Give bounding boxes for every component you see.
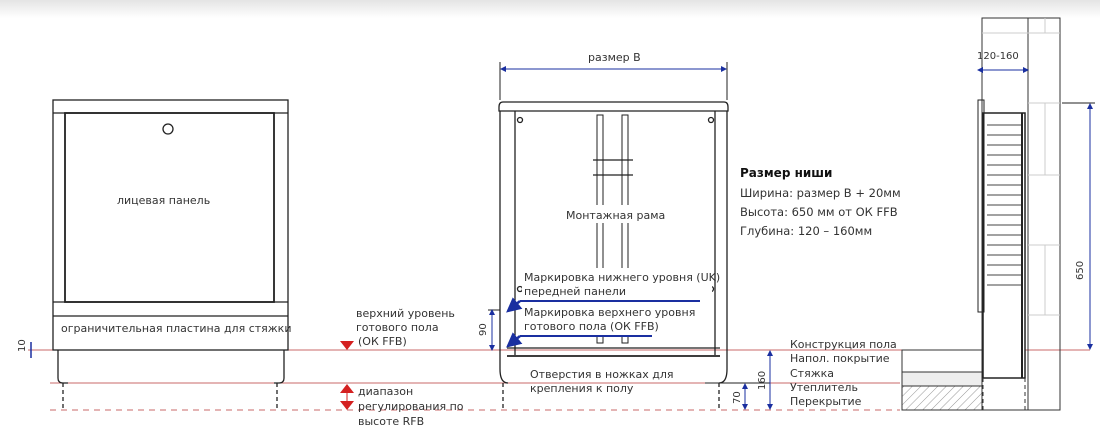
rfb-label-3: высоте RFB <box>358 415 424 428</box>
floor-item: Напол. покрытие <box>790 352 890 365</box>
uk-marking-label-2: передней панели <box>524 285 626 298</box>
ffb-label-3: (ОК FFB) <box>358 335 407 348</box>
dimension-70: 70 <box>705 382 770 410</box>
depth-dimension: 120-160 <box>977 51 1029 73</box>
mounting-frame <box>498 101 729 410</box>
ffb-label-2: готового пола <box>356 321 439 334</box>
ffb-level-marker-icon <box>340 341 354 350</box>
height-650-dimension: 650 <box>1062 102 1095 350</box>
screed-plate-label: ограничительная пластина для стяжки <box>61 322 291 335</box>
rfb-label-2: регулирования по <box>358 400 464 413</box>
svg-text:размер В: размер В <box>588 51 641 64</box>
holes-label-2: крепления к полу <box>530 382 634 395</box>
floor-item: Перекрытие <box>790 395 862 408</box>
top-shade <box>0 0 1100 18</box>
rfb-label-1: диапазон <box>358 385 413 398</box>
floor-item: Конструкция пола <box>790 338 897 351</box>
rfb-range-marker-icon <box>340 384 354 410</box>
niche-depth: Глубина: 120 – 160мм <box>740 224 872 238</box>
mounting-frame-label: Монтажная рама <box>566 209 665 222</box>
front-panel-label: лицевая панель <box>117 194 210 207</box>
svg-text:160: 160 <box>757 371 768 390</box>
front-view-cabinet <box>52 99 289 410</box>
side-view <box>901 17 1061 411</box>
svg-text:650: 650 <box>1075 261 1086 280</box>
dimension-90: 90 <box>478 309 500 351</box>
floor-item: Утеплитель <box>790 381 858 394</box>
ok-marking-label-2: готового пола (ОК FFB) <box>524 320 659 333</box>
uk-marking-label-1: Маркировка нижнего уровня (UK) <box>524 271 720 284</box>
ok-arrow-head-icon <box>506 332 523 348</box>
dimension-10: 10 <box>17 339 32 358</box>
uk-arrow-head-icon <box>506 297 523 313</box>
niche-width: Ширина: размер В + 20мм <box>740 186 901 200</box>
svg-text:90: 90 <box>478 323 489 336</box>
ffb-label-1: верхний уровень <box>356 307 455 320</box>
svg-text:120-160: 120-160 <box>977 51 1019 62</box>
svg-text:70: 70 <box>732 391 743 404</box>
holes-label-1: Отверстия в ножках для <box>530 368 673 381</box>
dimension-160: 160 <box>757 350 773 410</box>
niche-title: Размер ниши <box>740 166 832 180</box>
floor-construction-list: Конструкция пола Напол. покрытие Стяжка … <box>790 338 897 408</box>
size-b-dimension: размер В <box>499 51 728 100</box>
ok-marking-label-1: Маркировка верхнего уровня <box>524 306 695 319</box>
niche-height: Высота: 650 мм от ОК FFB <box>740 205 898 219</box>
floor-item: Стяжка <box>790 367 834 380</box>
svg-text:10: 10 <box>17 339 28 352</box>
